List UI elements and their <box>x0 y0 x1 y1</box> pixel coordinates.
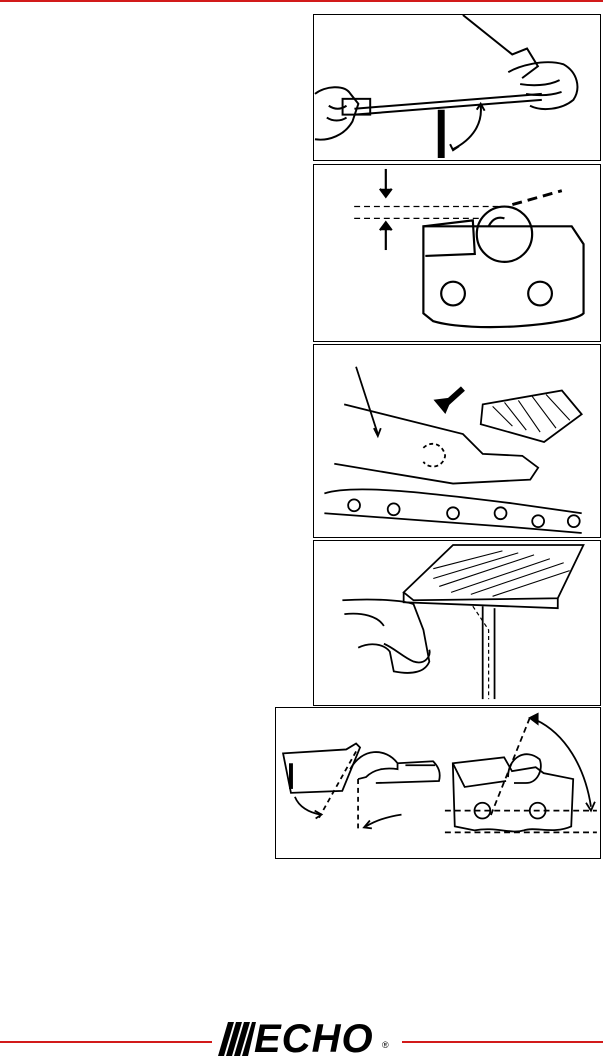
cutter-angles-illustration <box>276 708 600 858</box>
filing-angle-illustration <box>314 15 600 160</box>
registered-mark: ® <box>382 1040 389 1050</box>
flat-file-illustration <box>314 541 600 705</box>
figure-file-height <box>313 164 601 342</box>
figure-cutter-angles <box>275 707 601 859</box>
figure-flat-file <box>313 540 601 706</box>
figure-depth-gauge-tool <box>313 344 601 538</box>
bottom-rule-right <box>402 1041 603 1043</box>
logo-wordmark: ECHO <box>254 1018 374 1060</box>
depth-gauge-tool-illustration <box>314 345 600 537</box>
bottom-rule-left <box>0 1041 212 1043</box>
logo-speed-stripes-icon <box>210 1018 256 1060</box>
top-rule <box>0 0 603 2</box>
figure-filing-angle <box>313 14 601 161</box>
echo-logo: ECHO ® <box>210 1018 400 1060</box>
file-height-illustration <box>314 165 600 341</box>
